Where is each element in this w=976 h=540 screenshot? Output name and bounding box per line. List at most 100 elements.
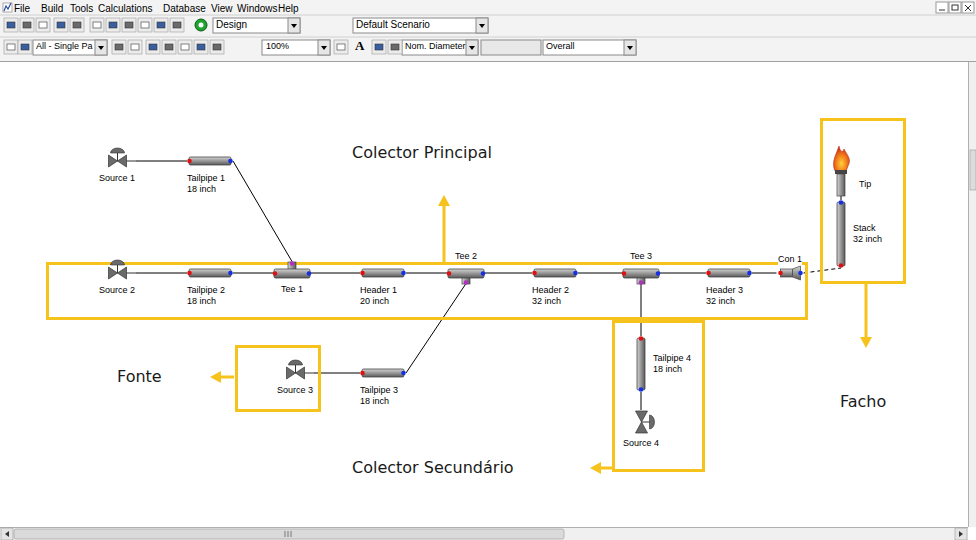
scroll-bar [285,531,291,537]
menu-item: Windows [237,3,278,14]
tee-symbol [273,271,278,276]
symbol-holder [187,155,233,167]
dropdown-boxes [353,18,488,33]
dropdown-boxes [402,40,478,55]
valve-symbol [110,260,124,265]
tee-symbol [623,262,659,284]
menu-bar [962,2,974,13]
toolbar-icons [199,23,204,28]
dropdown-arrows [98,46,104,50]
menu-item: View [211,3,233,14]
pipe-segment: Stack32 inch [835,200,882,268]
region-outline: FonteSource 3 [235,345,321,412]
menu-item: Calculations [98,3,152,14]
connector-symbol [778,271,783,276]
toolbar-icons [20,18,34,32]
tee-symbol [448,262,484,284]
component-label: Tip [859,179,871,190]
dropdown-boxes [33,40,107,55]
callout-text: Colector Principal [352,143,492,163]
pipe-segment: Header 332 inch [706,267,752,307]
component-label: 32 inch [706,296,735,307]
pipe-connection [641,284,642,337]
toolbar-icons [23,22,31,28]
toolbar-icons [138,18,152,32]
toolbar-icons [388,40,402,54]
pipe-symbol [635,336,647,392]
flare-symbol [837,174,845,196]
tee-symbol [447,271,452,276]
dropdown-boxes [624,40,636,55]
toolbar-icons [173,22,181,28]
toolbar-icons [4,18,402,54]
symbol-holder [98,259,137,281]
dropdown-boxes [33,18,636,55]
pipe-symbol [189,269,231,277]
toolbar-icons [112,40,126,54]
menu-bar [0,37,976,38]
dropdown-boxes [466,40,478,55]
flare-tip: Tip [831,144,871,196]
toolbar-icons [154,18,168,32]
flare-symbol [834,146,850,171]
toolbar-icons [195,19,207,31]
component-label: Tee 2 [455,251,477,262]
pipe-connection [233,273,274,274]
tee-junction: Tee 3 [623,251,659,284]
dropdown-boxes [481,40,541,55]
callout-text: Colector Secundário [352,458,514,478]
toolbar-icons [375,44,383,50]
toolbar-icons [21,44,29,50]
scroll-bar [955,528,967,540]
pipe-connection [484,273,532,274]
valve-symbol [110,148,124,153]
region-outline: Colector SecundárioTailpipe 418 inchSour… [612,320,705,472]
toolbar-icons [210,40,224,54]
callout-arrows [210,195,872,474]
menu-bar [0,15,976,16]
toolbar-icons [125,22,133,28]
symbol-holder [98,147,137,169]
dropdown-boxes [543,40,636,55]
pipe-segment: Header 120 inch [360,267,406,307]
relief-source: Source 2 [98,259,137,296]
toolbar-icons [106,18,120,32]
symbol-holder [532,267,578,279]
toolbar-icons [4,40,18,54]
tee-symbol [307,271,312,276]
pipe-connection [841,196,842,200]
component-label: 32 inch [532,296,561,307]
valve-symbol [635,411,647,433]
symbol-holder [276,359,315,381]
pipe-symbol [708,269,750,277]
symbol-holder [635,336,647,392]
dropdown-boxes [288,18,300,33]
pipe-segment: Tailpipe 418 inch [635,336,691,392]
symbol-holder [360,367,406,379]
component-label: Stack [853,223,876,234]
dropdown-value: Default Scenario [356,19,430,30]
component-label: Tailpipe 1 [187,173,225,184]
callout-text: Facho [840,392,886,412]
tee-junction: Tee 1 [274,262,310,295]
pipe-symbol [839,263,844,268]
pipe-symbol [573,271,578,276]
connector-fitting: Con 1 [777,254,804,281]
pipe-connection [659,273,706,274]
toolbar-icons [131,44,139,50]
menu-bar [0,0,976,62]
symbol-holder [360,267,406,279]
pipe-symbol [747,271,752,276]
valve-symbol [288,360,302,365]
callout-arrows [590,462,601,474]
valve-symbol [304,373,315,374]
symbol-holder [622,410,661,434]
scroll-bar [5,531,9,537]
symbol-holder [706,267,752,279]
toolbar-icons [73,22,81,28]
valve-symbol [117,264,118,273]
canvas [0,62,976,528]
toolbar-icons [170,18,184,32]
pipe-symbol [532,271,537,276]
